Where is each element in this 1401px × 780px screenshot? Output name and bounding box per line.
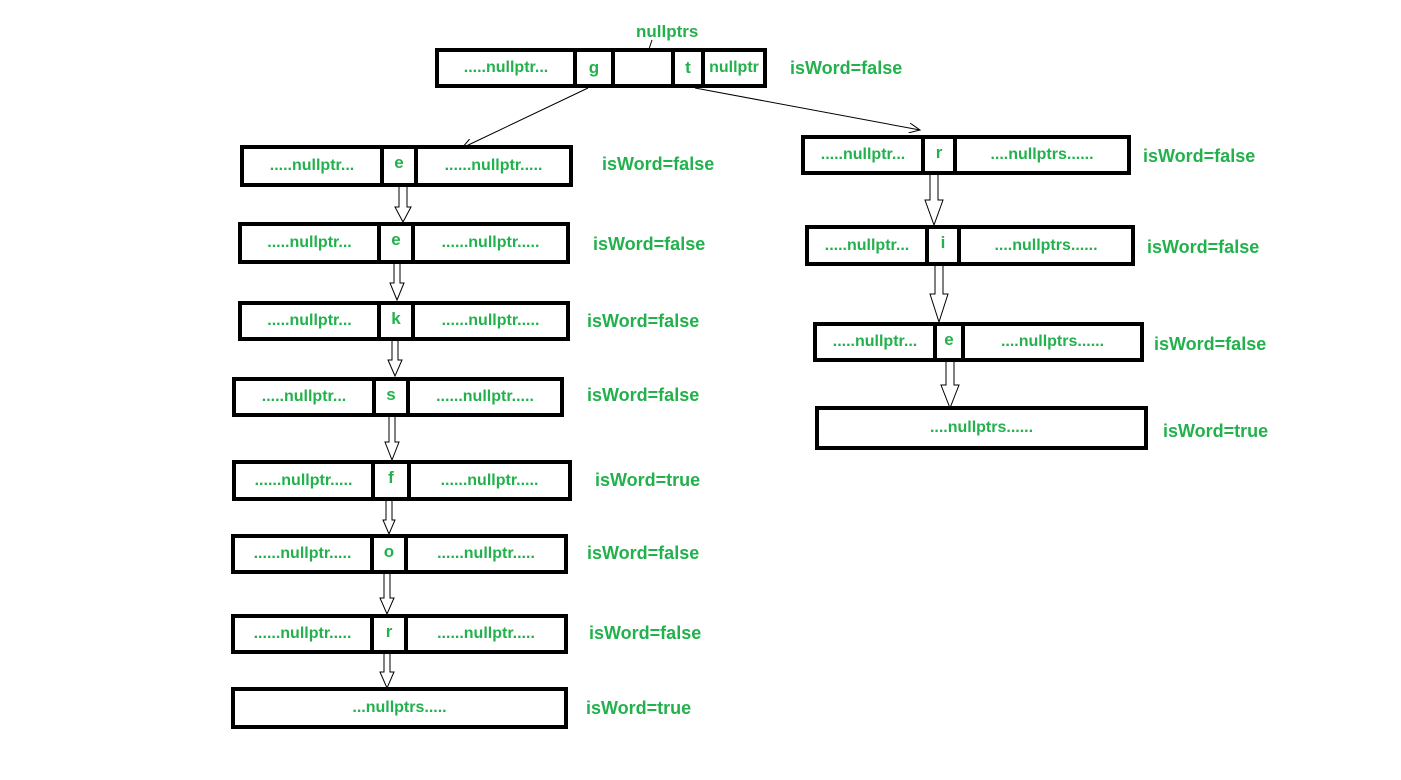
node-left-null: .....nullptr... (269, 157, 355, 174)
right-node-2-flag: isWord=false (1147, 237, 1260, 257)
node-right-null: ....nullptrs...... (1000, 333, 1105, 350)
left-node-5-flag: isWord=true (595, 470, 701, 490)
left-node-7-flag: isWord=false (589, 623, 702, 643)
right-node-3-flag: isWord=false (1154, 334, 1267, 354)
right-leaf-node: ....nullptrs...... (815, 406, 1148, 450)
root-letter-t: t (671, 52, 705, 84)
right-node-1: .....nullptr... r ....nullptrs...... (801, 135, 1131, 175)
node-letter: k (377, 305, 415, 337)
left-node-4: .....nullptr... s ......nullptr..... (232, 377, 564, 417)
node-letter: s (372, 381, 410, 413)
node-right-null: ....nullptrs...... (990, 146, 1094, 163)
left-node-3-flag: isWord=false (587, 311, 700, 331)
left-node-6-flag: isWord=false (587, 543, 700, 563)
node-left-null: .....nullptr... (824, 236, 910, 254)
node-right-null: ....nullptrs...... (994, 236, 1098, 254)
right-node-2: .....nullptr... i ....nullptrs...... (805, 225, 1135, 266)
nullptrs-note: nullptrs (636, 22, 699, 41)
node-left-null: .....nullptr... (832, 333, 918, 350)
node-letter: r (921, 139, 957, 171)
left-node-7: ......nullptr..... r ......nullptr..... (231, 614, 568, 654)
node-left-null: .....nullptr... (267, 234, 352, 251)
left-leaf-flag: isWord=true (586, 698, 692, 718)
node-right-null: ......nullptr..... (440, 471, 539, 489)
root-left-null: .....nullptr... (463, 59, 549, 76)
node-left-null: ......nullptr..... (254, 471, 353, 489)
root-flag: isWord=false (790, 58, 903, 78)
left-node-2: .....nullptr... e ......nullptr..... (238, 222, 570, 264)
node-letter: r (370, 618, 408, 650)
right-node-3: .....nullptr... e ....nullptrs...... (813, 322, 1144, 362)
node-left-null: .....nullptr... (820, 146, 906, 163)
node-letter: e (377, 226, 415, 260)
node-left-null: ......nullptr..... (253, 625, 352, 642)
root-right-null: nullptr (709, 59, 759, 76)
node-left-null: .....nullptr... (267, 312, 352, 329)
node-letter: e (933, 326, 965, 358)
left-node-6: ......nullptr..... o ......nullptr..... (231, 534, 568, 574)
right-leaf-flag: isWord=true (1163, 421, 1269, 441)
right-node-1-flag: isWord=false (1143, 146, 1256, 166)
edge-root-g-to-e (462, 87, 589, 148)
edge-root-t-to-r (694, 87, 920, 130)
leaf-null: ...nullptrs..... (352, 699, 447, 716)
node-right-null: ......nullptr..... (437, 545, 535, 562)
right-chain-arrows (924, 173, 960, 410)
left-node-5: ......nullptr..... f ......nullptr..... (232, 460, 572, 501)
node-right-null: ......nullptr..... (437, 625, 535, 642)
root-letter-g: g (573, 52, 615, 84)
node-left-null: .....nullptr... (261, 388, 347, 405)
node-letter: f (371, 464, 411, 497)
left-node-3: .....nullptr... k ......nullptr..... (238, 301, 570, 341)
leaf-null: ....nullptrs...... (929, 419, 1034, 436)
node-right-null: ......nullptr..... (436, 388, 534, 405)
node-left-null: ......nullptr..... (253, 545, 352, 562)
left-leaf-node: ...nullptrs..... (231, 687, 568, 729)
node-right-null: ......nullptr..... (441, 312, 540, 329)
left-node-2-flag: isWord=false (593, 234, 706, 254)
left-node-4-flag: isWord=false (587, 385, 700, 405)
node-letter: o (370, 538, 408, 570)
left-node-1-flag: isWord=false (602, 154, 715, 174)
root-node: .....nullptr... g t nullptr (435, 48, 767, 88)
node-letter: i (925, 229, 961, 262)
left-node-1: .....nullptr... e ......nullptr..... (240, 145, 573, 187)
root-gap (615, 52, 671, 84)
node-letter: e (380, 149, 418, 183)
node-right-null: ......nullptr..... (444, 157, 543, 174)
node-right-null: ......nullptr..... (441, 234, 540, 251)
